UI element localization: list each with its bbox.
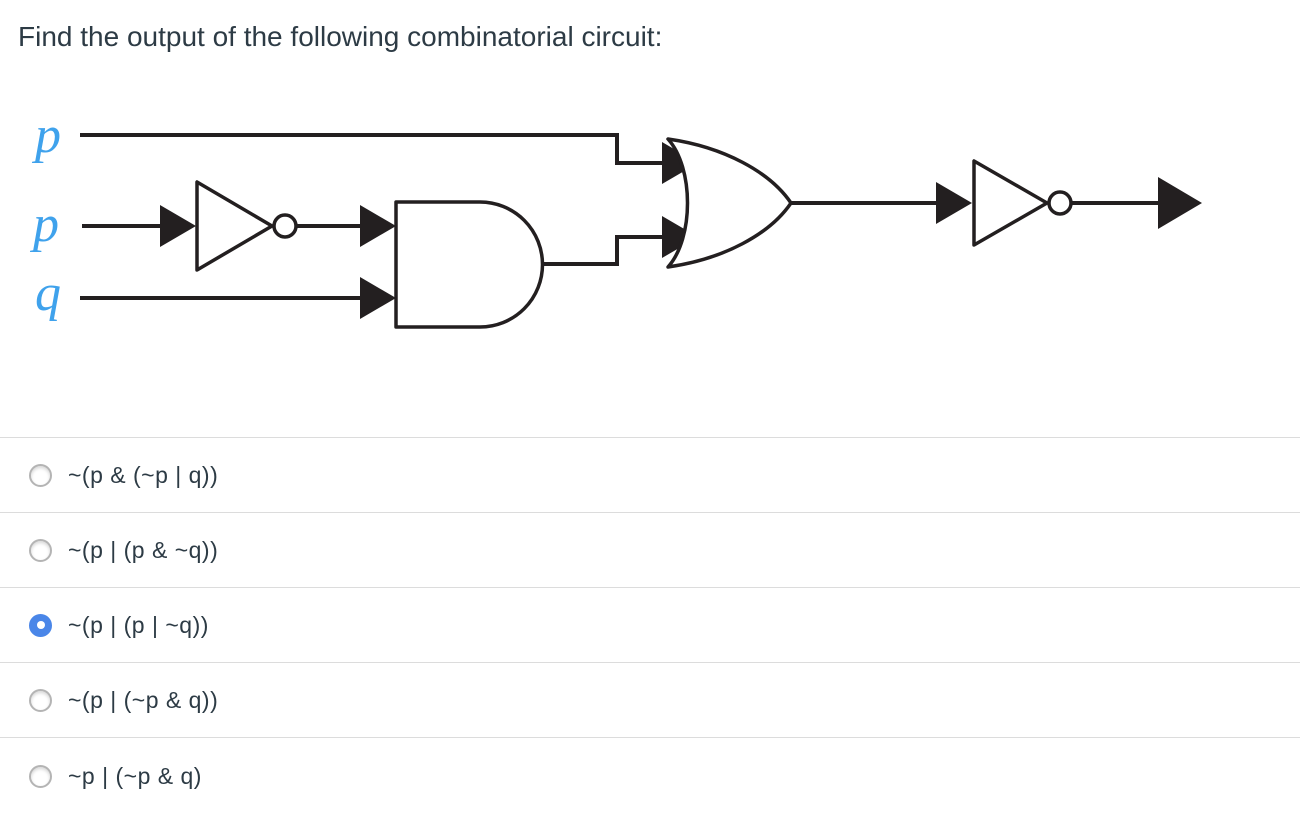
arrowhead-icon xyxy=(936,182,972,224)
answer-options-list: ~(p & (~p | q)) ~(p | (p & ~q)) ~(p | (p… xyxy=(0,437,1300,815)
option-label: ~(p & (~p | q)) xyxy=(68,461,219,488)
arrowhead-icon xyxy=(360,205,396,247)
and-gate xyxy=(394,200,545,329)
not-gate-1 xyxy=(195,180,298,272)
not-gate-triangle xyxy=(195,180,274,272)
not-gate-bubble xyxy=(272,213,298,239)
radio-button-selected[interactable] xyxy=(29,613,52,637)
option-label: ~(p | (p | ~q)) xyxy=(68,611,209,638)
answer-option-row[interactable]: ~(p & (~p | q)) xyxy=(0,437,1300,512)
radio-button[interactable] xyxy=(29,688,52,712)
not-gate-bubble xyxy=(1047,190,1073,216)
radio-button[interactable] xyxy=(29,765,52,788)
wire-and-to-or xyxy=(543,235,664,266)
arrowhead-icon xyxy=(360,277,396,319)
answer-option-row[interactable]: ~(p | (p & ~q)) xyxy=(0,512,1300,587)
input-label-p-top: p xyxy=(31,107,61,164)
or-gate xyxy=(666,137,793,269)
arrowhead-icon xyxy=(160,205,196,247)
answer-option-row[interactable]: ~(p | (~p & q)) xyxy=(0,662,1300,737)
radio-button[interactable] xyxy=(29,463,52,487)
circuit-diagram: p p q xyxy=(29,107,1202,329)
arrowhead-icon xyxy=(662,216,698,258)
wire-p-top-to-or xyxy=(80,133,664,165)
answer-option-row[interactable]: ~(p | (p | ~q)) xyxy=(0,587,1300,662)
not-gate-2 xyxy=(972,159,1073,247)
question-title: Find the output of the following combina… xyxy=(18,21,663,52)
option-label: ~(p | (p & ~q)) xyxy=(68,536,219,563)
answer-option-row[interactable]: ~p | (~p & q) xyxy=(0,737,1300,815)
input-label-p-middle: p xyxy=(29,196,59,253)
radio-button[interactable] xyxy=(29,538,52,562)
option-label: ~(p | (~p & q)) xyxy=(68,686,219,713)
output-arrowhead-icon xyxy=(1158,177,1202,229)
option-label: ~p | (~p & q) xyxy=(68,763,202,789)
not-gate-triangle xyxy=(972,159,1049,247)
input-label-q: q xyxy=(35,265,61,322)
